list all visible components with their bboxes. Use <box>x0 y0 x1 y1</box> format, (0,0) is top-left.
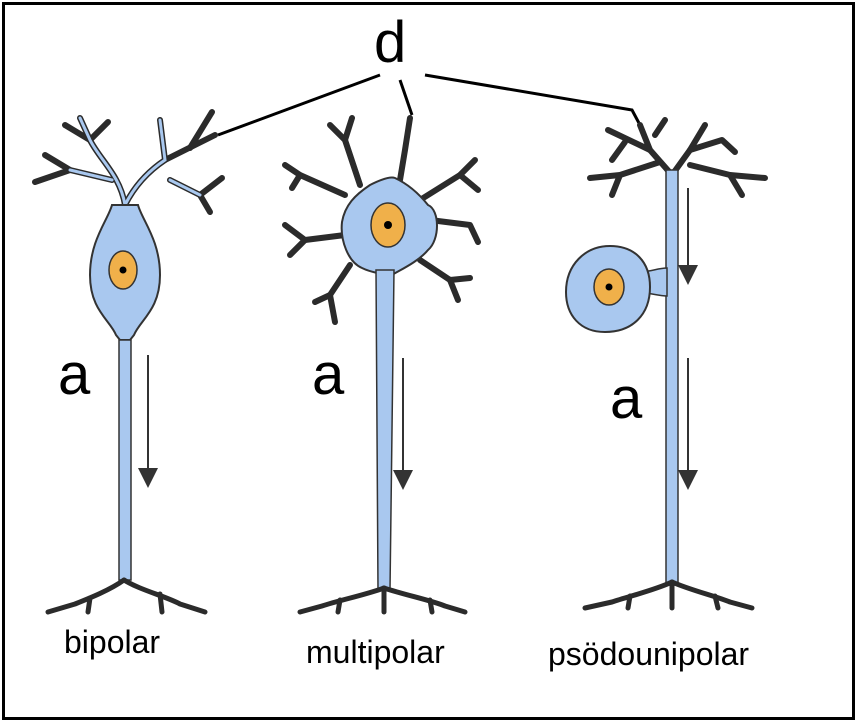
bipolar-axon <box>119 340 131 580</box>
leader-line-multipolar <box>400 80 412 115</box>
axon-marker-multipolar: a <box>312 346 344 404</box>
pseudounipolar-nucleolus <box>606 284 613 291</box>
dendrite-leader-lines <box>218 75 640 135</box>
axon-marker-bipolar: a <box>58 346 90 404</box>
neuron-name-multipolar: multipolar <box>306 636 445 668</box>
axon-marker-pseudounipolar: a <box>610 370 642 428</box>
bipolar-nucleolus <box>120 267 127 274</box>
neuron-name-pseudounipolar: psödounipolar <box>548 638 749 670</box>
neuron-pseudounipolar <box>566 120 765 608</box>
neuron-name-bipolar: bipolar <box>64 626 160 658</box>
multipolar-axon-terminals <box>300 588 465 612</box>
pseudounipolar-axon-terminals <box>585 582 752 608</box>
bipolar-axon-terminals <box>48 580 205 612</box>
multipolar-axon <box>376 270 394 590</box>
dendrite-marker-label: d <box>374 14 406 72</box>
multipolar-nucleolus <box>384 221 392 229</box>
pseudounipolar-axon <box>666 170 678 585</box>
leader-line-bipolar <box>218 75 380 135</box>
leader-line-pseudounipolar <box>425 75 640 125</box>
